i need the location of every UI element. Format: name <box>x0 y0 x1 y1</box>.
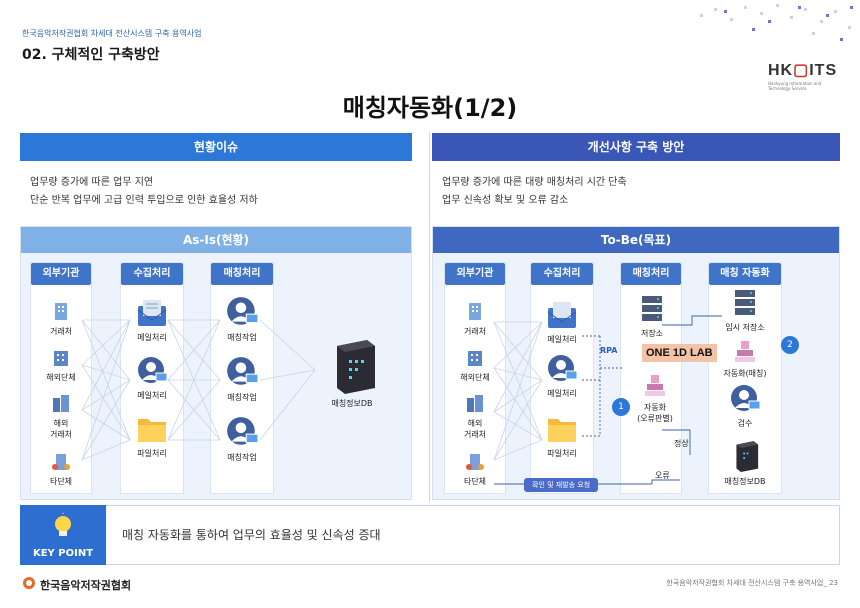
as-is-agency-column: 외부기관 <box>30 262 92 494</box>
as-is-title: As-Is(현황) <box>21 227 411 253</box>
building-icon <box>55 303 67 320</box>
agency-item: 거래처 <box>31 300 91 337</box>
collect-item: 메일처리 <box>122 298 182 343</box>
issue-item: 업무량 증가에 따른 업무 지연 <box>30 177 154 188</box>
agency-item: 해외단체 <box>31 346 91 383</box>
one1dlab-logo: ONE 1D LAB <box>642 344 717 362</box>
agency-item: 해외 거래처 <box>31 392 91 440</box>
org-logo-icon <box>23 577 35 589</box>
envelope-icon <box>547 302 577 328</box>
current-issue-list: 업무량 증가에 따른 업무 지연 단순 반복 업무에 고급 인력 투입으로 인한… <box>30 174 258 210</box>
user-monitor-icon <box>227 417 259 445</box>
user-monitor-icon <box>548 355 578 381</box>
building-icon <box>466 454 484 470</box>
to-be-title: To-Be(목표) <box>433 227 839 253</box>
column-header: 외부기관 <box>31 263 91 285</box>
matching-item: 매칭작업 <box>212 416 272 463</box>
improvement-item: 업무량 증가에 따른 대량 매칭처리 시간 단축 <box>442 177 627 188</box>
step-badge-1: 1 <box>612 398 630 416</box>
improvement-header: 개선사항 구축 방안 <box>432 133 840 161</box>
auto-matching-item: 자동화(매칭) <box>710 338 780 379</box>
user-monitor-icon <box>227 357 259 385</box>
collect-item: 파일처리 <box>122 414 182 459</box>
collect-item: 메일처리 <box>122 356 182 401</box>
agency-item: 타단체 <box>445 450 505 487</box>
auto-check-item: 자동화 (오류판별) <box>620 372 690 424</box>
user-monitor-icon <box>227 297 259 325</box>
column-header: 수집처리 <box>531 263 593 285</box>
step-badge-2: 2 <box>781 336 799 354</box>
column-header: 수집처리 <box>121 263 183 285</box>
resend-request-pill: 확인 및 재발송 요청 <box>524 478 599 492</box>
building-icon <box>469 303 481 320</box>
matching-item: 매칭작업 <box>212 296 272 343</box>
robot-icon <box>735 341 755 362</box>
keypoint-box <box>20 505 840 565</box>
building-icon <box>467 395 483 412</box>
org-name: 한국음악저작권협회 <box>40 579 132 592</box>
column-header: 매칭처리 <box>211 263 273 285</box>
to-be-db: 매칭정보DB <box>710 440 780 487</box>
keypoint-label: KEY POINT <box>32 548 94 559</box>
database-icon <box>337 340 375 394</box>
collect-item: 메일처리 <box>532 354 592 399</box>
server-icon <box>642 296 662 321</box>
company-logo: HK▢ITS Hankyung Information and Technolo… <box>768 62 838 91</box>
agency-item: 거래처 <box>445 300 505 337</box>
building-icon <box>53 395 69 412</box>
center-divider <box>429 132 430 502</box>
keypoint-text: 매칭 자동화를 통하여 업무의 효율성 및 신속성 증대 <box>122 528 381 542</box>
column-header: 매칭처리 <box>621 263 681 285</box>
collect-item: 파일처리 <box>532 414 592 459</box>
decorative-dots <box>700 4 853 41</box>
matching-item: 매칭작업 <box>212 356 272 403</box>
agency-item: 해외단체 <box>445 346 505 383</box>
current-issue-header: 현황이슈 <box>20 133 412 161</box>
temp-storage-item: 임시 저장소 <box>710 288 780 333</box>
storage-item: 저장소 <box>622 294 682 339</box>
folder-icon <box>548 419 576 442</box>
page-title: 매칭자동화(1/2) <box>342 94 518 122</box>
collect-item: 메일처리 <box>532 300 592 345</box>
project-subtitle: 한국음악저작권협회 차세대 전산시스템 구축 용역사업 <box>22 29 202 38</box>
building-icon <box>54 351 68 366</box>
lightbulb-icon <box>55 513 71 536</box>
agency-item: 해외 거래처 <box>445 392 505 440</box>
robot-icon <box>645 375 665 396</box>
folder-icon <box>138 419 166 442</box>
section-title: 02. 구체적인 구축방안 <box>22 47 160 63</box>
error-label: 오류 <box>655 471 670 480</box>
building-icon <box>468 351 482 366</box>
keypoint-badge: KEY POINT <box>20 505 106 565</box>
server-icon <box>735 290 755 315</box>
column-header: 매칭 자동화 <box>709 263 781 285</box>
improvement-list: 업무량 증가에 따른 대량 매칭처리 시간 단축 업무 신속성 확보 및 오류 … <box>442 174 627 210</box>
column-header: 외부기관 <box>445 263 505 285</box>
as-is-connectors <box>81 319 316 461</box>
rpa-label: RPA <box>600 346 618 355</box>
verify-item: 검수 <box>710 384 780 429</box>
database-icon <box>736 441 759 472</box>
building-icon <box>52 454 70 470</box>
as-is-db: 매칭정보DB <box>318 338 386 409</box>
envelope-icon <box>137 300 167 326</box>
normal-label: 정상 <box>674 439 689 448</box>
user-monitor-icon <box>731 385 761 411</box>
footer-page-info: 한국음악저작권협회 차세대 전산시스템 구축 용역사업_ 23 <box>666 579 838 587</box>
issue-item: 단순 반복 업무에 고급 인력 투입으로 인한 효율성 저하 <box>30 195 258 206</box>
improvement-item: 업무 신속성 확보 및 오류 감소 <box>442 195 569 206</box>
user-monitor-icon <box>138 357 168 383</box>
agency-item: 타단체 <box>31 450 91 487</box>
